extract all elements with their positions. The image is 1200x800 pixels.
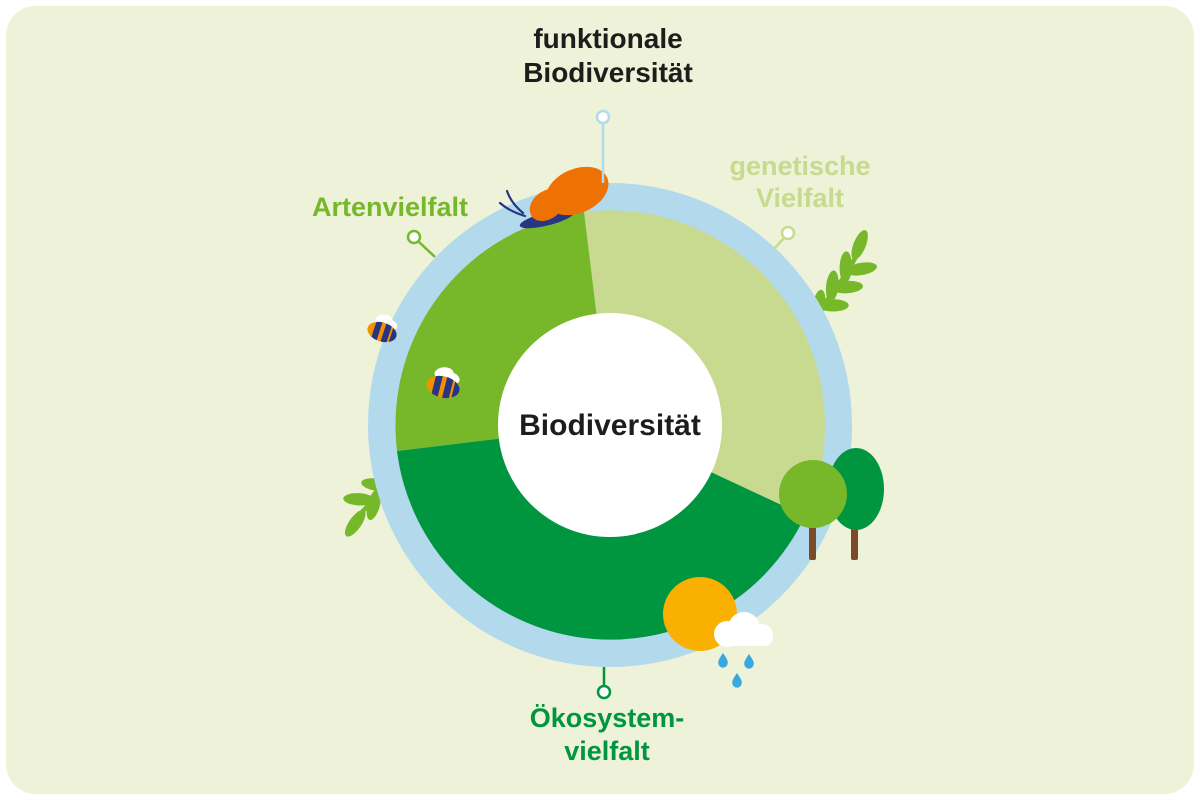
connector-functional (595, 109, 611, 183)
connector-genetic-line (773, 237, 785, 250)
connector-species-line (418, 241, 436, 258)
cloud-base (725, 631, 772, 646)
butterfly-icon (498, 166, 609, 229)
tree-canopy-light (779, 460, 847, 528)
connector-species (406, 229, 436, 258)
label-genetic-line1: genetische (729, 151, 870, 181)
tree-icons (779, 448, 884, 560)
bee-icon (367, 314, 400, 346)
butterfly-forewing (545, 166, 609, 216)
bee-stripe (370, 319, 383, 341)
cloud-icon (714, 612, 773, 647)
connector-ecosystem (596, 667, 612, 700)
butterfly-antenna (505, 189, 525, 215)
connector-genetic (773, 225, 796, 250)
connector-functional-dot (595, 109, 611, 125)
bee-stripe (441, 376, 454, 400)
connector-species-dot (406, 229, 422, 245)
connector-ecosystem-dot (596, 684, 612, 700)
butterfly-antenna (498, 201, 527, 218)
connector-genetic-dot (780, 225, 796, 241)
label-functional-line1: funktionale (533, 23, 682, 54)
weather-icons (663, 577, 773, 688)
center-title: Biodiversität (519, 409, 701, 442)
label-functional-line2: Biodiversität (523, 57, 693, 88)
label-species: Artenvielfalt (312, 192, 468, 222)
label-ecosystem-line2: vielfalt (564, 736, 650, 766)
center-circle (498, 313, 722, 537)
bee-stripe (380, 322, 393, 344)
bee-icon (426, 367, 462, 402)
bee-stripe (431, 373, 443, 398)
label-genetic-line2: Vielfalt (756, 183, 844, 213)
label-ecosystem-line1: Ökosystem- (530, 703, 685, 733)
